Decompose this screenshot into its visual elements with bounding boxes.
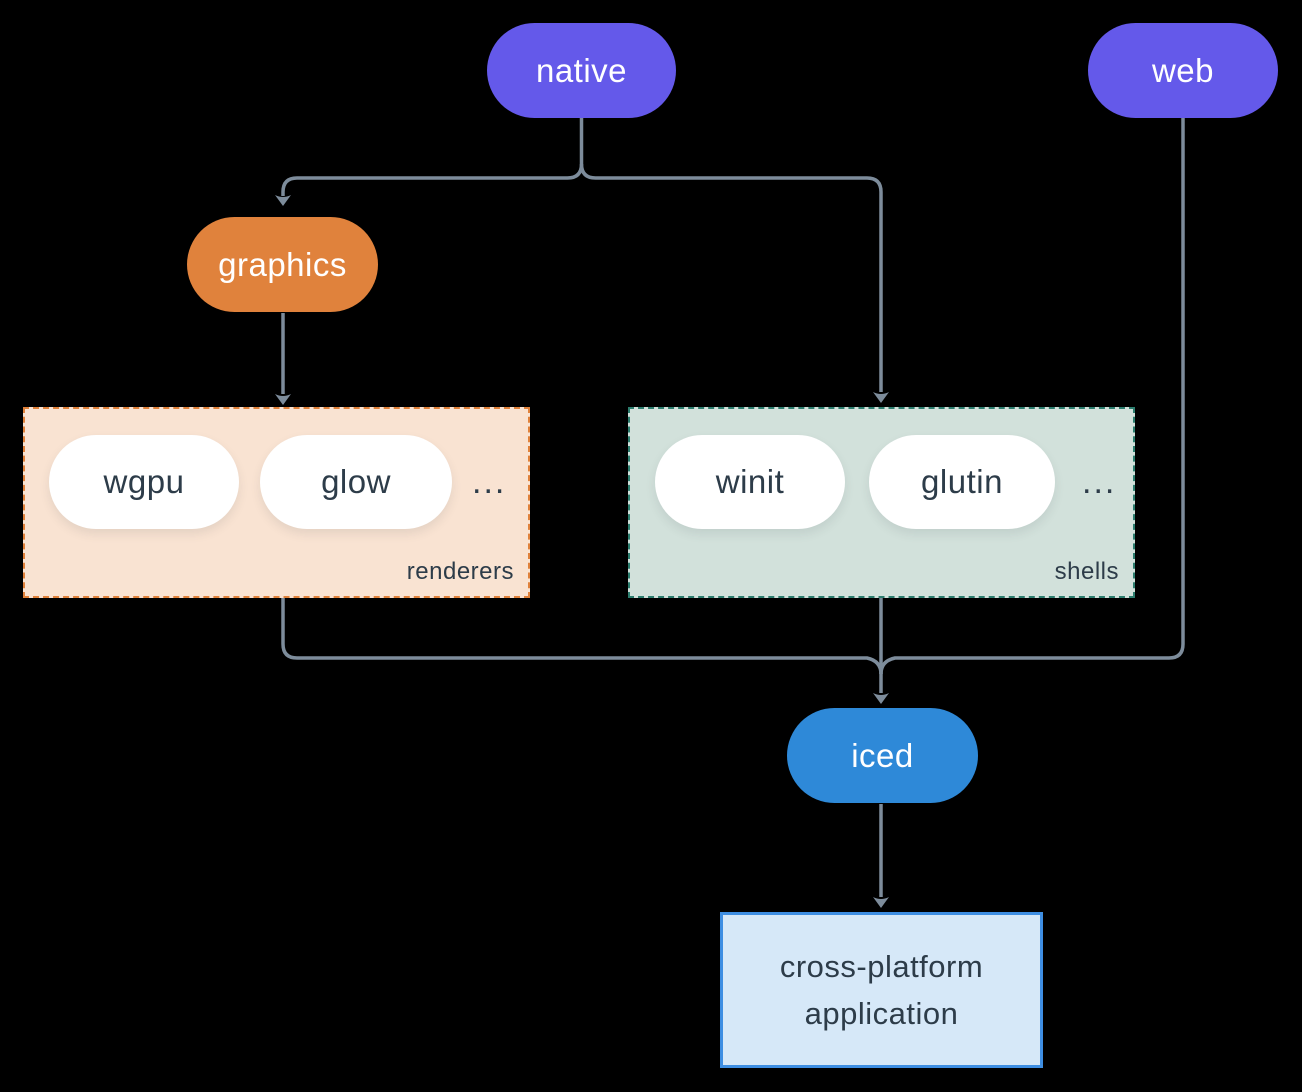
- renderers-group-label: renderers: [406, 558, 514, 585]
- arrowhead-shells: [873, 392, 889, 403]
- node-winit: winit: [655, 435, 845, 529]
- renderers-ellipsis: ...: [472, 462, 507, 501]
- node-graphics: graphics: [187, 217, 378, 312]
- arrowhead-graphics: [275, 195, 291, 206]
- edge-native-shells: [579, 163, 883, 392]
- group-renderers: wgpu glow ... renderers: [23, 407, 530, 598]
- node-glow: glow: [260, 435, 452, 529]
- arrowhead-iced: [873, 693, 889, 704]
- group-shells: winit glutin ... shells: [628, 407, 1135, 598]
- application-label-line1: cross-platform: [779, 949, 984, 984]
- node-web: web: [1088, 23, 1278, 118]
- node-wgpu: wgpu: [49, 435, 239, 529]
- node-native: native: [487, 23, 676, 118]
- arrowhead-application: [873, 897, 889, 908]
- edge-renderers-merge: [281, 598, 883, 675]
- shells-group-label: shells: [1054, 558, 1119, 585]
- node-glutin: glutin: [869, 435, 1055, 529]
- arrowhead-renderers: [275, 394, 291, 405]
- node-cross-platform-application: cross-platform application: [720, 912, 1043, 1068]
- node-iced: iced: [787, 708, 978, 803]
- edge-native-graphics: [281, 163, 584, 196]
- application-label-line2: application: [804, 996, 959, 1031]
- shells-ellipsis: ...: [1082, 462, 1117, 501]
